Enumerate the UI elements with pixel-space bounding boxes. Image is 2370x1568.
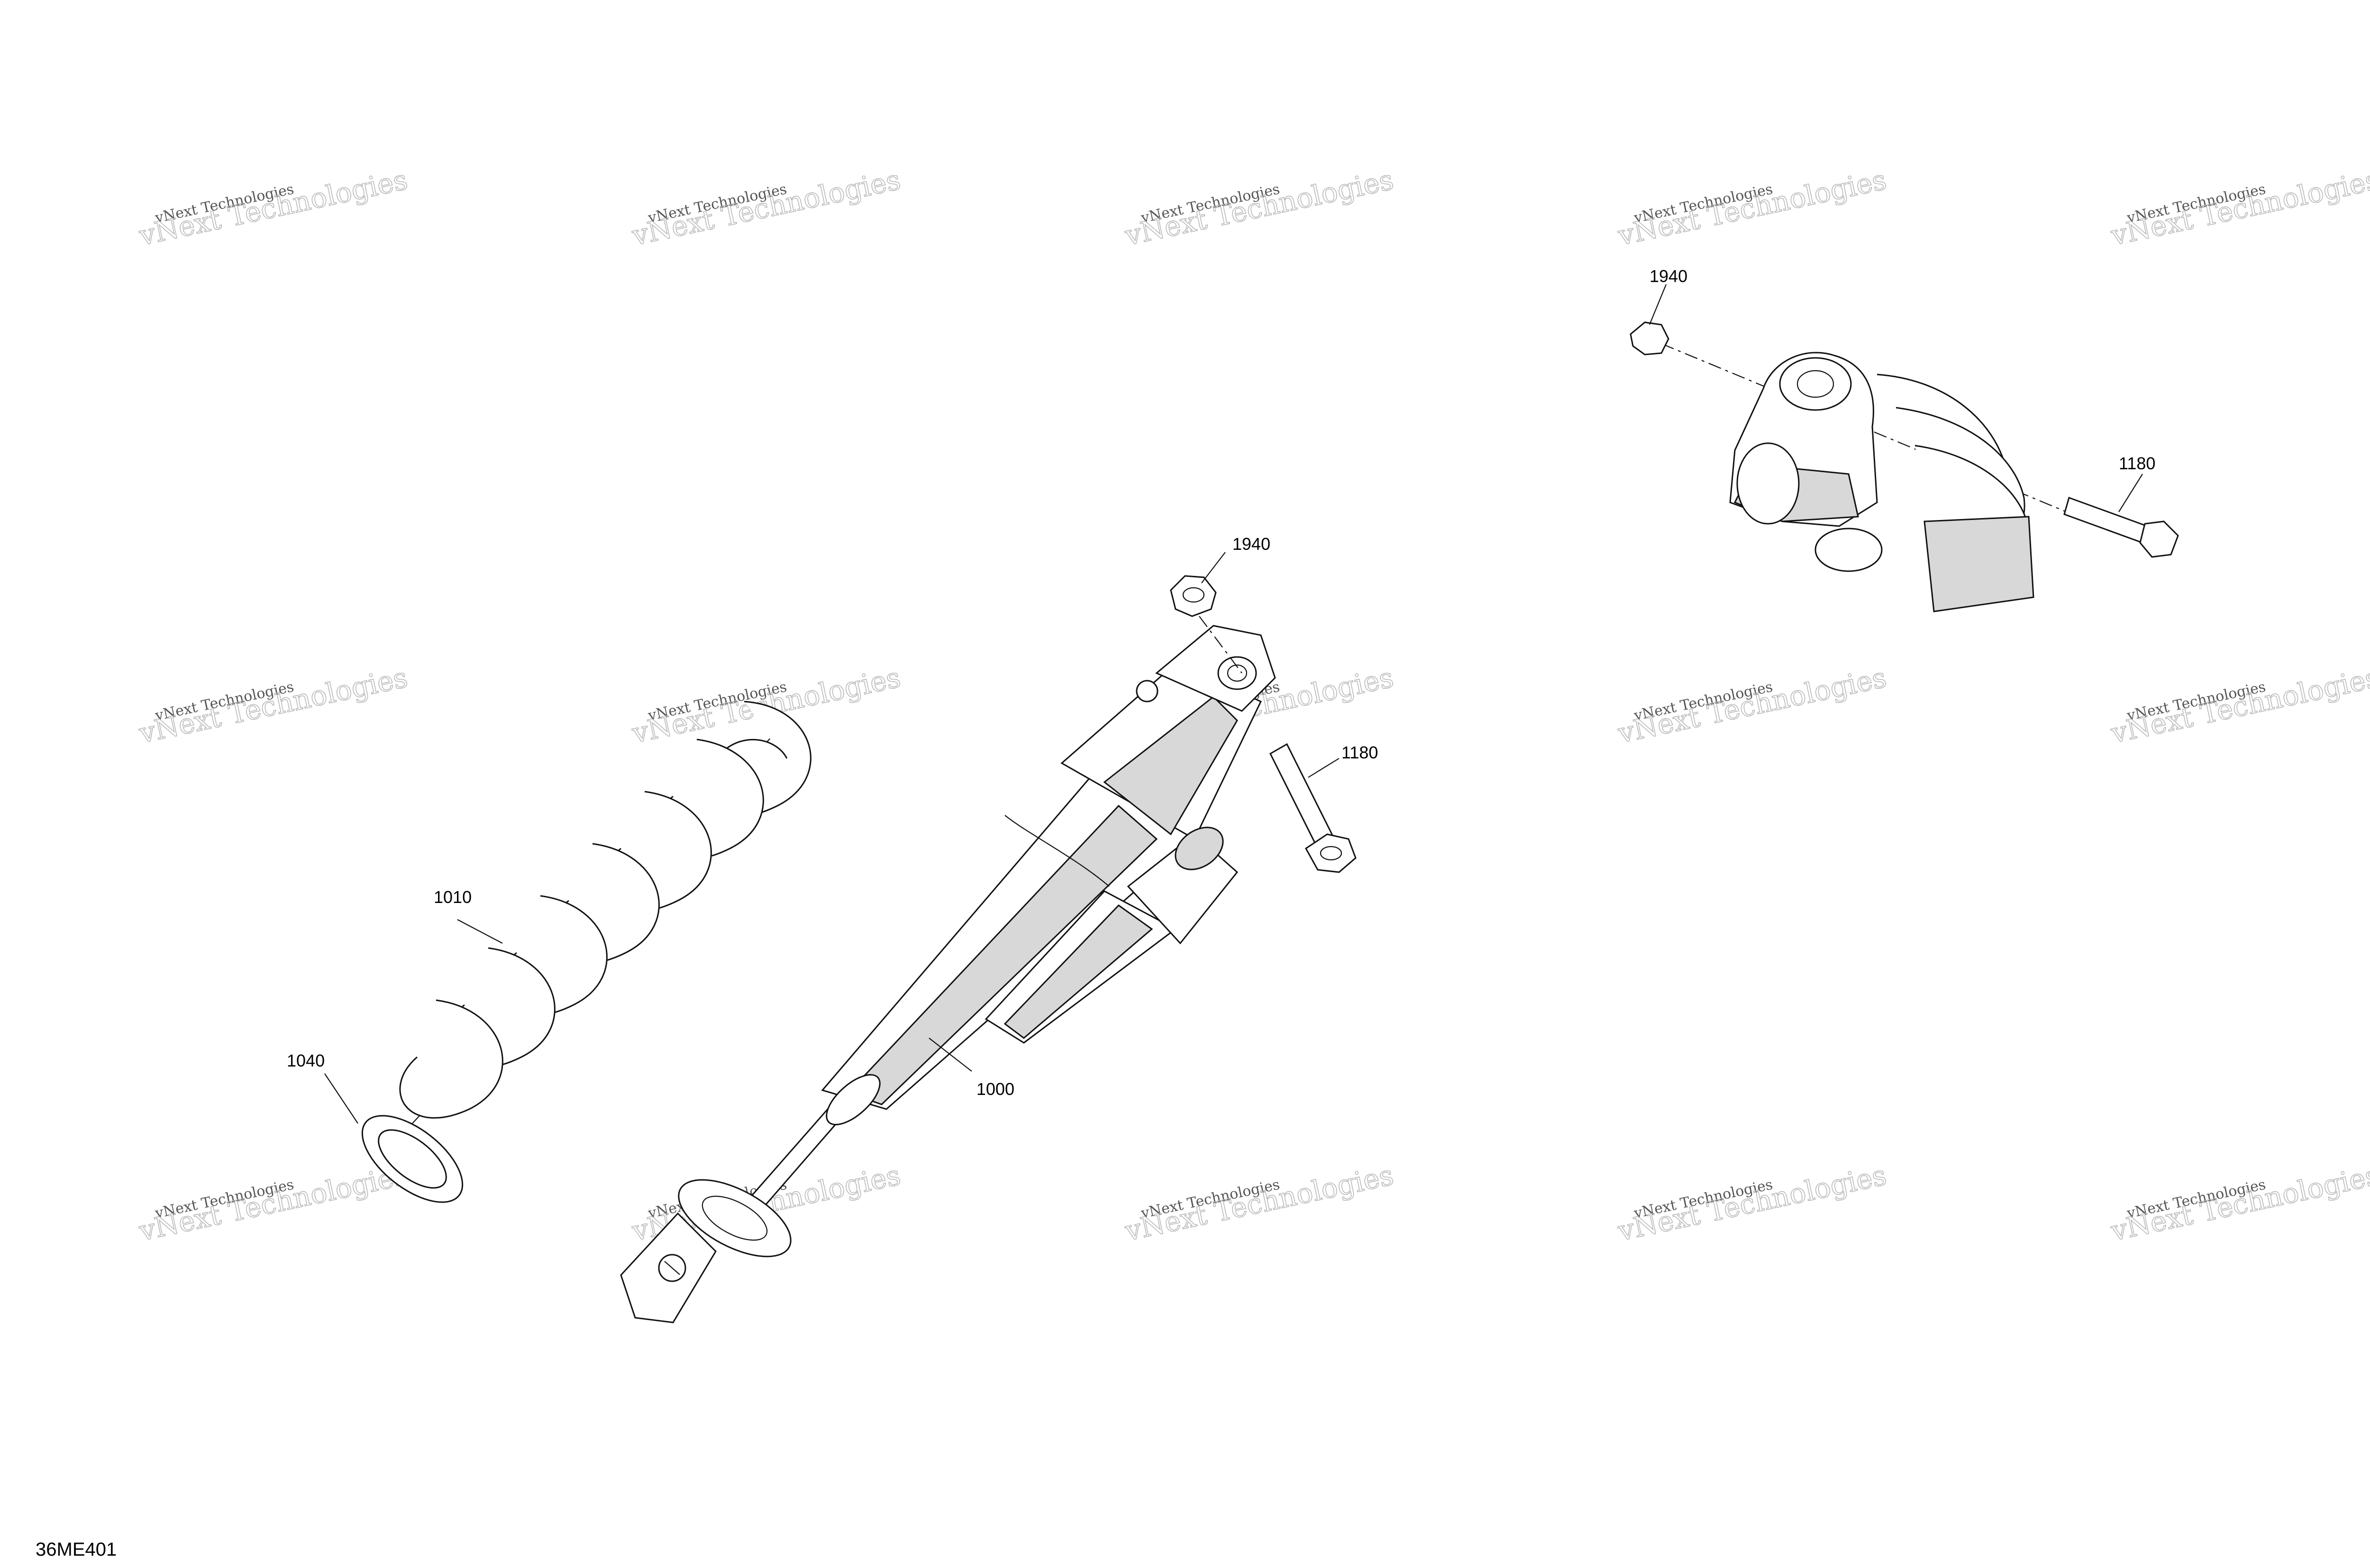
detail-eyelet: [1779, 357, 1852, 411]
detail-eyelet-bore: [1796, 370, 1834, 398]
leader-shock-absorber: [929, 1038, 972, 1072]
detail-view-shock-mount: [1630, 321, 2179, 612]
shock-cylinder-end: [826, 1074, 881, 1126]
detail-bolt-head: [2139, 520, 2179, 558]
shock-adjuster-knob: [1175, 827, 1224, 870]
watermark: vNext Technologies vNext Technologies: [1614, 661, 1889, 750]
shock-upper-shade: [1103, 696, 1238, 836]
watermark: vNext Technologies vNext Technologies: [629, 163, 903, 252]
callout-nut-detail: 1940: [1650, 266, 1687, 286]
shock-absorber: [620, 625, 1276, 1323]
detail-bolt-shank: [2063, 497, 2148, 544]
shock-eyelet-bushing: [1227, 664, 1248, 682]
detail-axis-line: [1661, 343, 2096, 525]
leader-bolt-main: [1308, 758, 1340, 778]
leader-spring: [457, 919, 503, 944]
watermark: vNext Technologies vNext Technologies: [629, 661, 903, 750]
watermark: vNext Technologies vNext Technologies: [136, 163, 410, 252]
callout-bolt-detail: 1180: [2119, 454, 2155, 473]
watermark: vNext Technologies vNext Technologies: [136, 661, 410, 750]
bolt-flange: [1320, 846, 1342, 861]
watermark: vNext Technologies vNext Technologies: [1121, 163, 1396, 252]
watermark: vNext Technologies vNext Technologies: [1614, 163, 1889, 252]
shock-seat-inner: [702, 1195, 768, 1241]
callout-spring-retainer: 1040: [287, 1051, 325, 1070]
watermark: vNext Technologies vNext Technologies: [136, 1158, 410, 1248]
retainer-inner: [378, 1129, 447, 1189]
callout-spring: 1010: [434, 887, 472, 907]
detail-spring-shade: [1923, 516, 2034, 612]
nut: [1170, 575, 1217, 617]
nut-hex: [1170, 575, 1217, 617]
nut-axis-line: [1199, 616, 1242, 674]
nut-bore: [1182, 587, 1205, 603]
callout-bolt-main: 1180: [1341, 743, 1378, 762]
shock-clamp-ring: [1004, 815, 1110, 887]
bolt-head: [1305, 833, 1357, 873]
callout-nut-main: 1940: [1232, 534, 1270, 554]
shock-lower-bolt-slot: [664, 1261, 680, 1275]
shock-lower-spring-seat: [678, 1179, 792, 1258]
leader-nut-detail: [1649, 284, 1667, 325]
coil-spring: [399, 701, 811, 1119]
spring-retainer: [361, 1115, 464, 1203]
shock-upper-eyelet: [1155, 625, 1276, 712]
callout-shock-absorber: 1000: [976, 1079, 1014, 1099]
detail-adjuster-knob: [1736, 442, 1800, 525]
watermark: vNext Technologies vNext Technologies: [1121, 1158, 1396, 1248]
detail-lower-cap: [1814, 528, 1883, 572]
leader-nut-main: [1201, 552, 1226, 583]
bolt: [1269, 743, 1357, 873]
watermark: vNext Technologies vNext Technologies: [2107, 1158, 2370, 1248]
watermark: vNext Technologies vNext Technologies: [2107, 661, 2370, 750]
shock-bleed-screw: [1136, 680, 1158, 702]
watermark: vNext Technologies vNext Technologies: [1614, 1158, 1889, 1248]
bolt-shank: [1269, 743, 1335, 850]
detail-nut: [1630, 321, 1669, 356]
shock-eyelet-bore: [1217, 656, 1257, 690]
leader-bolt-detail: [2118, 474, 2143, 512]
callouts: 1940 1180 1000 1010 1040 1940 1180: [287, 266, 2155, 1124]
shock-reservoir-shade: [1003, 904, 1153, 1039]
watermark: vNext Technologies vNext Technologies: [2107, 163, 2370, 252]
spring-coil: [399, 999, 503, 1119]
leader-spring-retainer: [324, 1073, 358, 1124]
drawing-code: 36ME401: [36, 1539, 117, 1560]
